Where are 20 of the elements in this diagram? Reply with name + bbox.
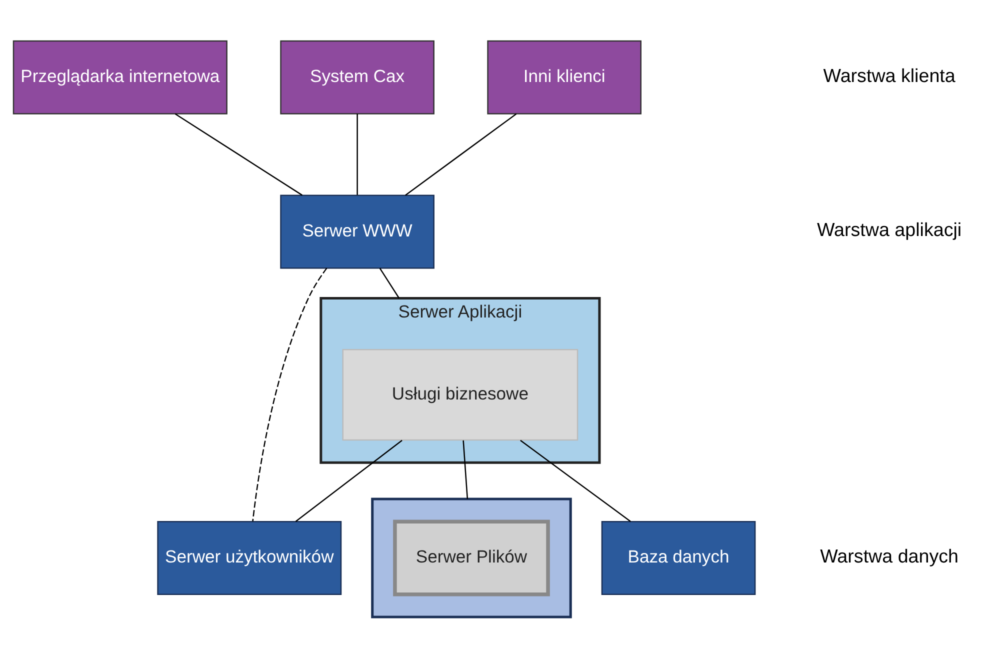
connector xyxy=(174,112,303,196)
connector xyxy=(405,112,517,196)
node-box: Baza danych xyxy=(601,520,756,594)
node-box: Serwer WWW xyxy=(280,194,434,268)
cluster xyxy=(371,497,572,618)
node-box: Serwer użytkowników xyxy=(157,520,342,594)
node-box: Serwer Plików xyxy=(393,519,550,596)
label: Warstwa klienta xyxy=(823,64,956,86)
label: Warstwa danych xyxy=(820,544,958,566)
node-box: System Cax xyxy=(280,40,434,114)
connector xyxy=(252,267,328,521)
connector xyxy=(356,113,358,194)
connector xyxy=(379,267,400,298)
node-box: Inni klienci xyxy=(487,40,642,114)
label: Warstwa aplikacji xyxy=(817,218,962,240)
connector xyxy=(462,440,468,499)
connector xyxy=(520,439,631,522)
node-box: Usługi biznesowe xyxy=(342,348,578,440)
node-box: Przeglądarka internetowa xyxy=(12,40,228,114)
connector xyxy=(295,439,402,522)
